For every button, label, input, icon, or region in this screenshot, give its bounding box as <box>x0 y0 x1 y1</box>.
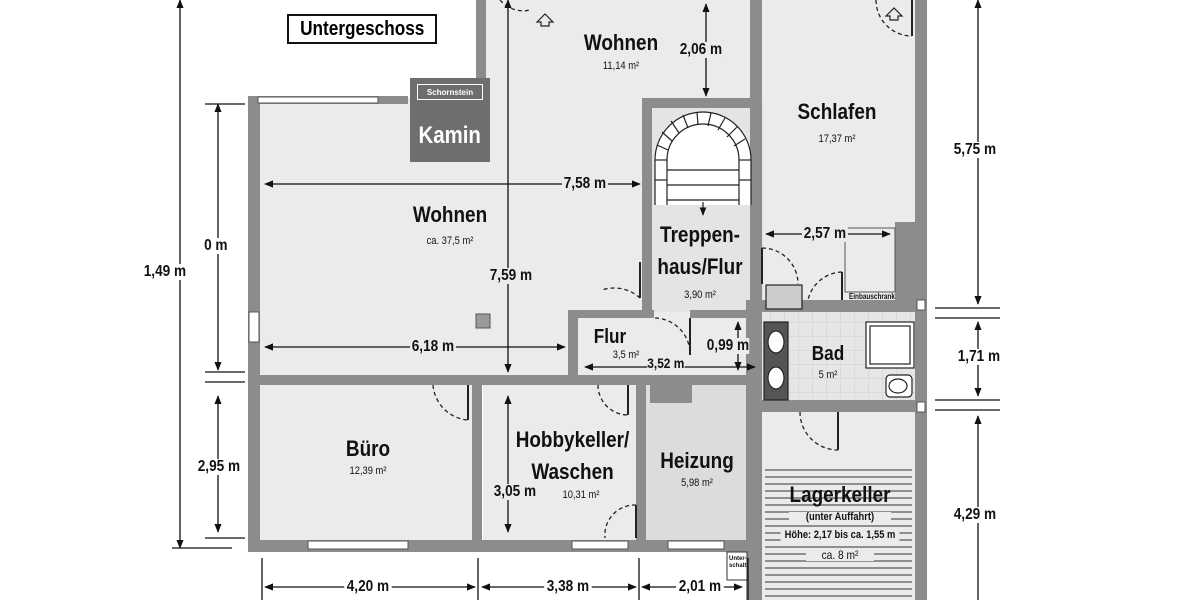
room-treppenhaus-name-2: haus/Flur <box>657 254 743 279</box>
dim-hobby-h: 3,05 m <box>492 483 538 500</box>
room-lagerkeller-area: ca. 8 m² <box>806 549 874 561</box>
room-heizung-name: Heizung <box>660 448 734 473</box>
dim-bad-h: 1,71 m <box>957 348 1001 365</box>
windows <box>248 96 926 550</box>
dim-wohnen-top-h: 2,06 m <box>679 41 723 58</box>
room-wohnen-top-area: 11,14 m² <box>602 60 640 72</box>
room-treppenhaus-name-1: Treppen- <box>660 222 740 247</box>
room-schlafen-name: Schlafen <box>797 99 877 124</box>
room-hobbykeller-area: 10,31 m² <box>562 489 600 501</box>
room-buero-name: Büro <box>345 436 391 461</box>
plan-title: Untergeschoss <box>287 14 437 44</box>
sink-icon <box>767 366 785 390</box>
room-hobbykeller-name-2: Waschen <box>531 459 614 484</box>
room-treppenhaus-area: 3,90 m² <box>684 289 716 301</box>
dim-wohnen-inner: 7,59 m <box>488 267 534 284</box>
dim-buero-h: 2,95 m <box>196 458 242 475</box>
room-schlafen-area: 17,37 m² <box>818 133 856 145</box>
door-swings <box>432 0 913 539</box>
dim-bottom-1: 4,20 m <box>344 579 392 595</box>
doors <box>467 0 913 538</box>
shower-icon <box>865 321 915 369</box>
room-lagerkeller-name: Lagerkeller <box>789 482 891 507</box>
einbauschrank-label: Einbauschrank <box>849 292 895 301</box>
chimney-tag: Schornstein <box>417 84 483 100</box>
room-wohnen-top-name: Wohnen <box>583 30 659 55</box>
room-buero-area: 12,39 m² <box>349 465 387 477</box>
column-marker <box>475 313 491 329</box>
dim-flur-w: 3,52 m <box>647 355 685 371</box>
room-lagerkeller-height: Höhe: 2,17 bis ca. 1,55 m <box>780 530 900 541</box>
direction-icons <box>535 7 904 27</box>
room-heizung-area: 5,98 m² <box>681 477 713 489</box>
dim-lager-h: 4,29 m <box>953 506 997 523</box>
dim-flur-h: 0,99 m <box>706 337 750 354</box>
room-wohnen-main-area: ca. 37,5 m² <box>426 235 474 247</box>
dim-schlafen-w: 2,57 m <box>802 225 848 242</box>
room-bad-name: Bad <box>811 343 845 365</box>
bathroom-fixtures <box>763 284 915 401</box>
room-wohnen-main-name: Wohnen <box>412 202 488 227</box>
dim-left-total: 1,49 m <box>143 263 187 280</box>
chimney: Schornstein Kamin <box>410 78 490 162</box>
einbauschrank-outline <box>844 227 896 293</box>
dim-wohnen-h: 0 m <box>202 237 230 254</box>
room-lagerkeller-note: (unter Auffahrt) <box>789 512 891 523</box>
chimney-label: Kamin <box>418 122 482 149</box>
sink-icon <box>767 330 785 354</box>
room-bad-area: 5 m² <box>818 369 838 381</box>
staircase <box>654 111 752 216</box>
unterschrank-label: Unter- schalt. <box>729 556 749 569</box>
room-flur-name: Flur <box>593 326 627 348</box>
dim-wohnen-bottom: 6,18 m <box>410 338 456 355</box>
room-hobbykeller-name-1: Hobbykeller/ <box>515 427 630 452</box>
unterschrank-box <box>726 551 748 581</box>
room-flur-area: 3,5 m² <box>612 349 640 361</box>
dim-bottom-3: 2,01 m <box>676 579 724 595</box>
dim-wohnen-w: 7,58 m <box>562 175 608 192</box>
dim-schlafen-h: 5,75 m <box>953 141 997 158</box>
dim-bottom-2: 3,38 m <box>544 579 592 595</box>
